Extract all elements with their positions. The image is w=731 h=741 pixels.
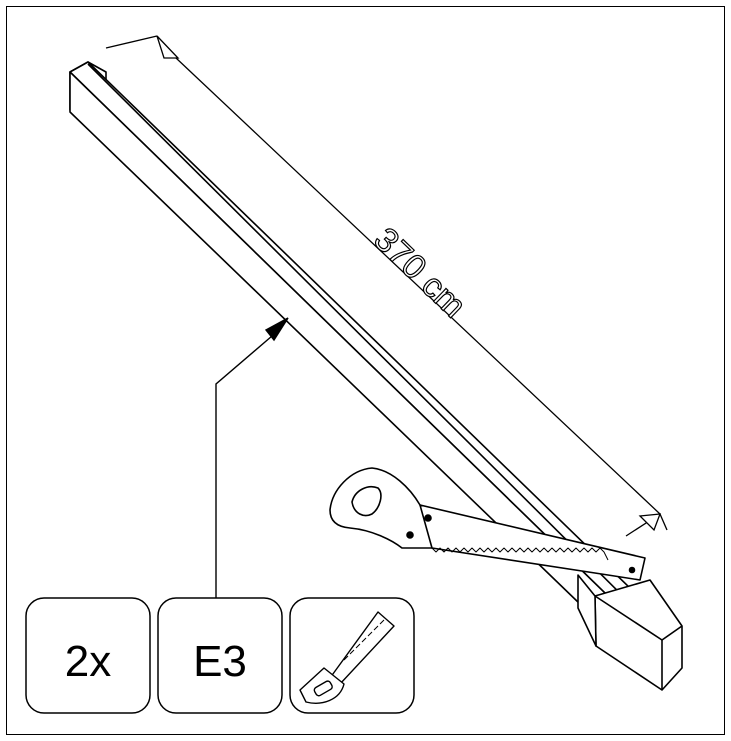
- badge-tool: [289, 597, 415, 714]
- badge-part-id: E3: [157, 597, 283, 714]
- dimension-line: [105, 35, 668, 537]
- part-id-label: E3: [193, 637, 247, 686]
- dimension-label: 370 cm: [366, 220, 473, 325]
- part-leader-line: [215, 317, 289, 600]
- panel-border: [6, 6, 725, 735]
- wooden-beam: [69, 61, 683, 691]
- badge-quantity: 2x: [25, 597, 151, 714]
- hand-saw: [329, 467, 646, 581]
- saw-icon: [299, 611, 395, 704]
- quantity-label: 2x: [65, 637, 111, 686]
